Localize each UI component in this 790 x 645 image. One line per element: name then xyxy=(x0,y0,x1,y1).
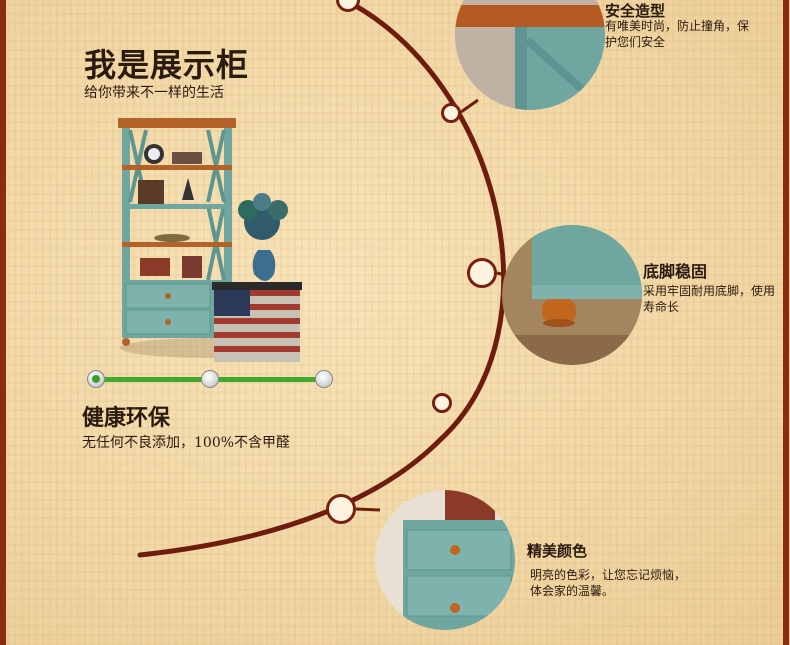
slider-knob-2[interactable] xyxy=(201,370,219,388)
feature-desc-base: 采用牢固耐用底脚，使用寿命长 xyxy=(643,284,776,314)
feature-photo-color xyxy=(375,490,515,630)
arc-node-2 xyxy=(467,258,497,288)
feature-title-safety: 安全造型 xyxy=(605,2,666,20)
arc-node-4 xyxy=(326,494,356,524)
right-border xyxy=(783,0,789,645)
feature-photo-base xyxy=(502,225,642,365)
page-subtitle: 给你带来不一样的生活 xyxy=(84,85,224,101)
arc-node-3 xyxy=(432,393,452,413)
feature-title-color: 精美颜色 xyxy=(527,542,588,560)
feature-title-base: 底脚稳固 xyxy=(643,262,708,281)
page-title: 我是展示柜 xyxy=(84,46,250,84)
health-title: 健康环保 xyxy=(82,405,171,431)
feature-desc-safety: 有唯美时尚，防止撞角，保护您们安全 xyxy=(605,19,750,49)
health-desc: 无任何不良添加，100%不含甲醛 xyxy=(82,435,291,451)
slider-knob-1[interactable] xyxy=(87,370,105,388)
cabinet-illustration xyxy=(118,118,302,362)
left-border xyxy=(0,0,6,645)
slider-knob-3[interactable] xyxy=(315,370,333,388)
feature-desc-color: 明亮的色彩，让您忘记烦恼，体会家的温馨。 xyxy=(530,568,687,598)
arc-node-1 xyxy=(441,103,461,123)
